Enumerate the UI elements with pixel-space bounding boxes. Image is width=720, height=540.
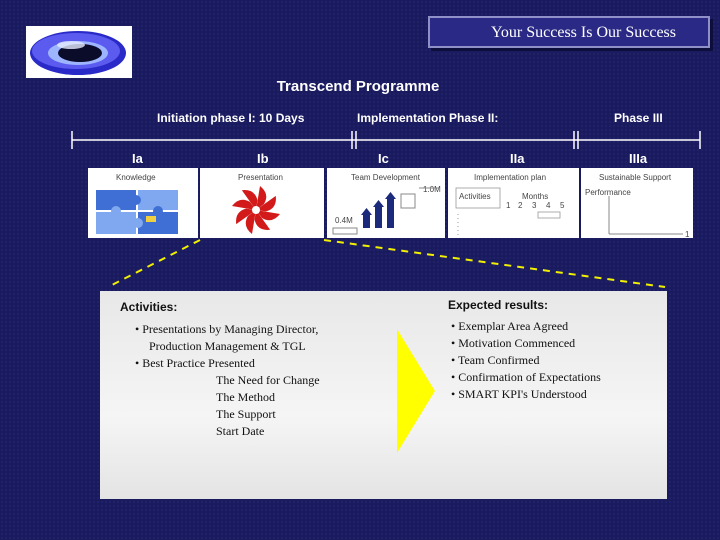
result-item: • SMART KPI's Understood xyxy=(451,387,587,401)
panel-knowledge: Knowledge xyxy=(88,168,198,238)
company-logo xyxy=(26,26,132,78)
performance-label: Performance xyxy=(585,188,631,197)
presentation-label: Presentation xyxy=(238,173,283,182)
panel-presentation: Presentation xyxy=(200,168,324,238)
phase-3-label: Phase III xyxy=(614,111,663,125)
corner-mark: 1 xyxy=(685,230,690,239)
sustainable-support-label: Sustainable Support xyxy=(599,173,672,182)
months-label: Months xyxy=(522,192,549,201)
performance-chart-icon xyxy=(608,196,683,235)
gantt-icon xyxy=(455,187,561,236)
timeline xyxy=(71,131,701,149)
team-development-label: Team Development xyxy=(351,173,420,182)
slogan-banner: Your Success Is Our Success xyxy=(428,16,710,48)
activities-title: Activities: xyxy=(120,300,178,314)
value-high: 1.0M xyxy=(423,185,441,194)
subphase-ic: Ic xyxy=(378,151,389,166)
subphase-iia: IIa xyxy=(510,151,525,166)
result-item: • Exemplar Area Agreed xyxy=(451,319,569,333)
panel-team-development: Team Development 1.0M 0.4M xyxy=(327,168,445,238)
result-item: • Motivation Commenced xyxy=(451,336,576,350)
activity-item: • Presentations by Managing Director, xyxy=(135,322,319,336)
results-list: • Exemplar Area Agreed • Motivation Comm… xyxy=(451,318,601,403)
month-4: 4 xyxy=(546,201,551,210)
subphase-ib: Ib xyxy=(257,151,269,166)
page-title: Transcend Programme xyxy=(276,78,440,95)
slogan-text: Your Success Is Our Success xyxy=(490,24,676,41)
activity-item: The Support xyxy=(216,407,276,421)
activities-label: Activities xyxy=(459,192,491,201)
knowledge-label: Knowledge xyxy=(116,173,156,182)
phase-1-label: Initiation phase I: 10 Days xyxy=(157,111,305,125)
expected-results-title: Expected results: xyxy=(448,298,549,312)
pinwheel-icon xyxy=(232,186,280,234)
activity-item: The Need for Change xyxy=(216,373,320,387)
phase-2-label: Implementation Phase II: xyxy=(357,111,499,125)
activity-item: Start Date xyxy=(216,424,265,438)
month-2: 2 xyxy=(518,201,523,210)
panel-implementation-plan: Implementation plan Activities Months 1 … xyxy=(448,168,579,238)
implementation-plan-label: Implementation plan xyxy=(474,173,547,182)
yellow-arrow-icon xyxy=(397,329,435,453)
panel-sustainable-support: Sustainable Support Performance 1 xyxy=(581,168,693,239)
activity-item: • Best Practice Presented xyxy=(135,356,255,370)
month-5: 5 xyxy=(560,201,565,210)
result-item: • Confirmation of Expectations xyxy=(451,370,601,384)
month-1: 1 xyxy=(506,201,511,210)
activity-item: Production Management & TGL xyxy=(149,339,306,353)
activities-list: • Presentations by Managing Director, Pr… xyxy=(135,321,320,440)
activity-item: The Method xyxy=(216,390,275,404)
result-item: • Team Confirmed xyxy=(451,353,540,367)
subphase-iiia: IIIa xyxy=(629,151,648,166)
subphase-ia: Ia xyxy=(132,151,143,166)
growth-bars-icon xyxy=(332,187,439,235)
details-panel: Activities: • Presentations by Managing … xyxy=(100,291,667,499)
value-low: 0.4M xyxy=(335,216,353,225)
month-3: 3 xyxy=(532,201,537,210)
puzzle-icon xyxy=(96,190,178,234)
